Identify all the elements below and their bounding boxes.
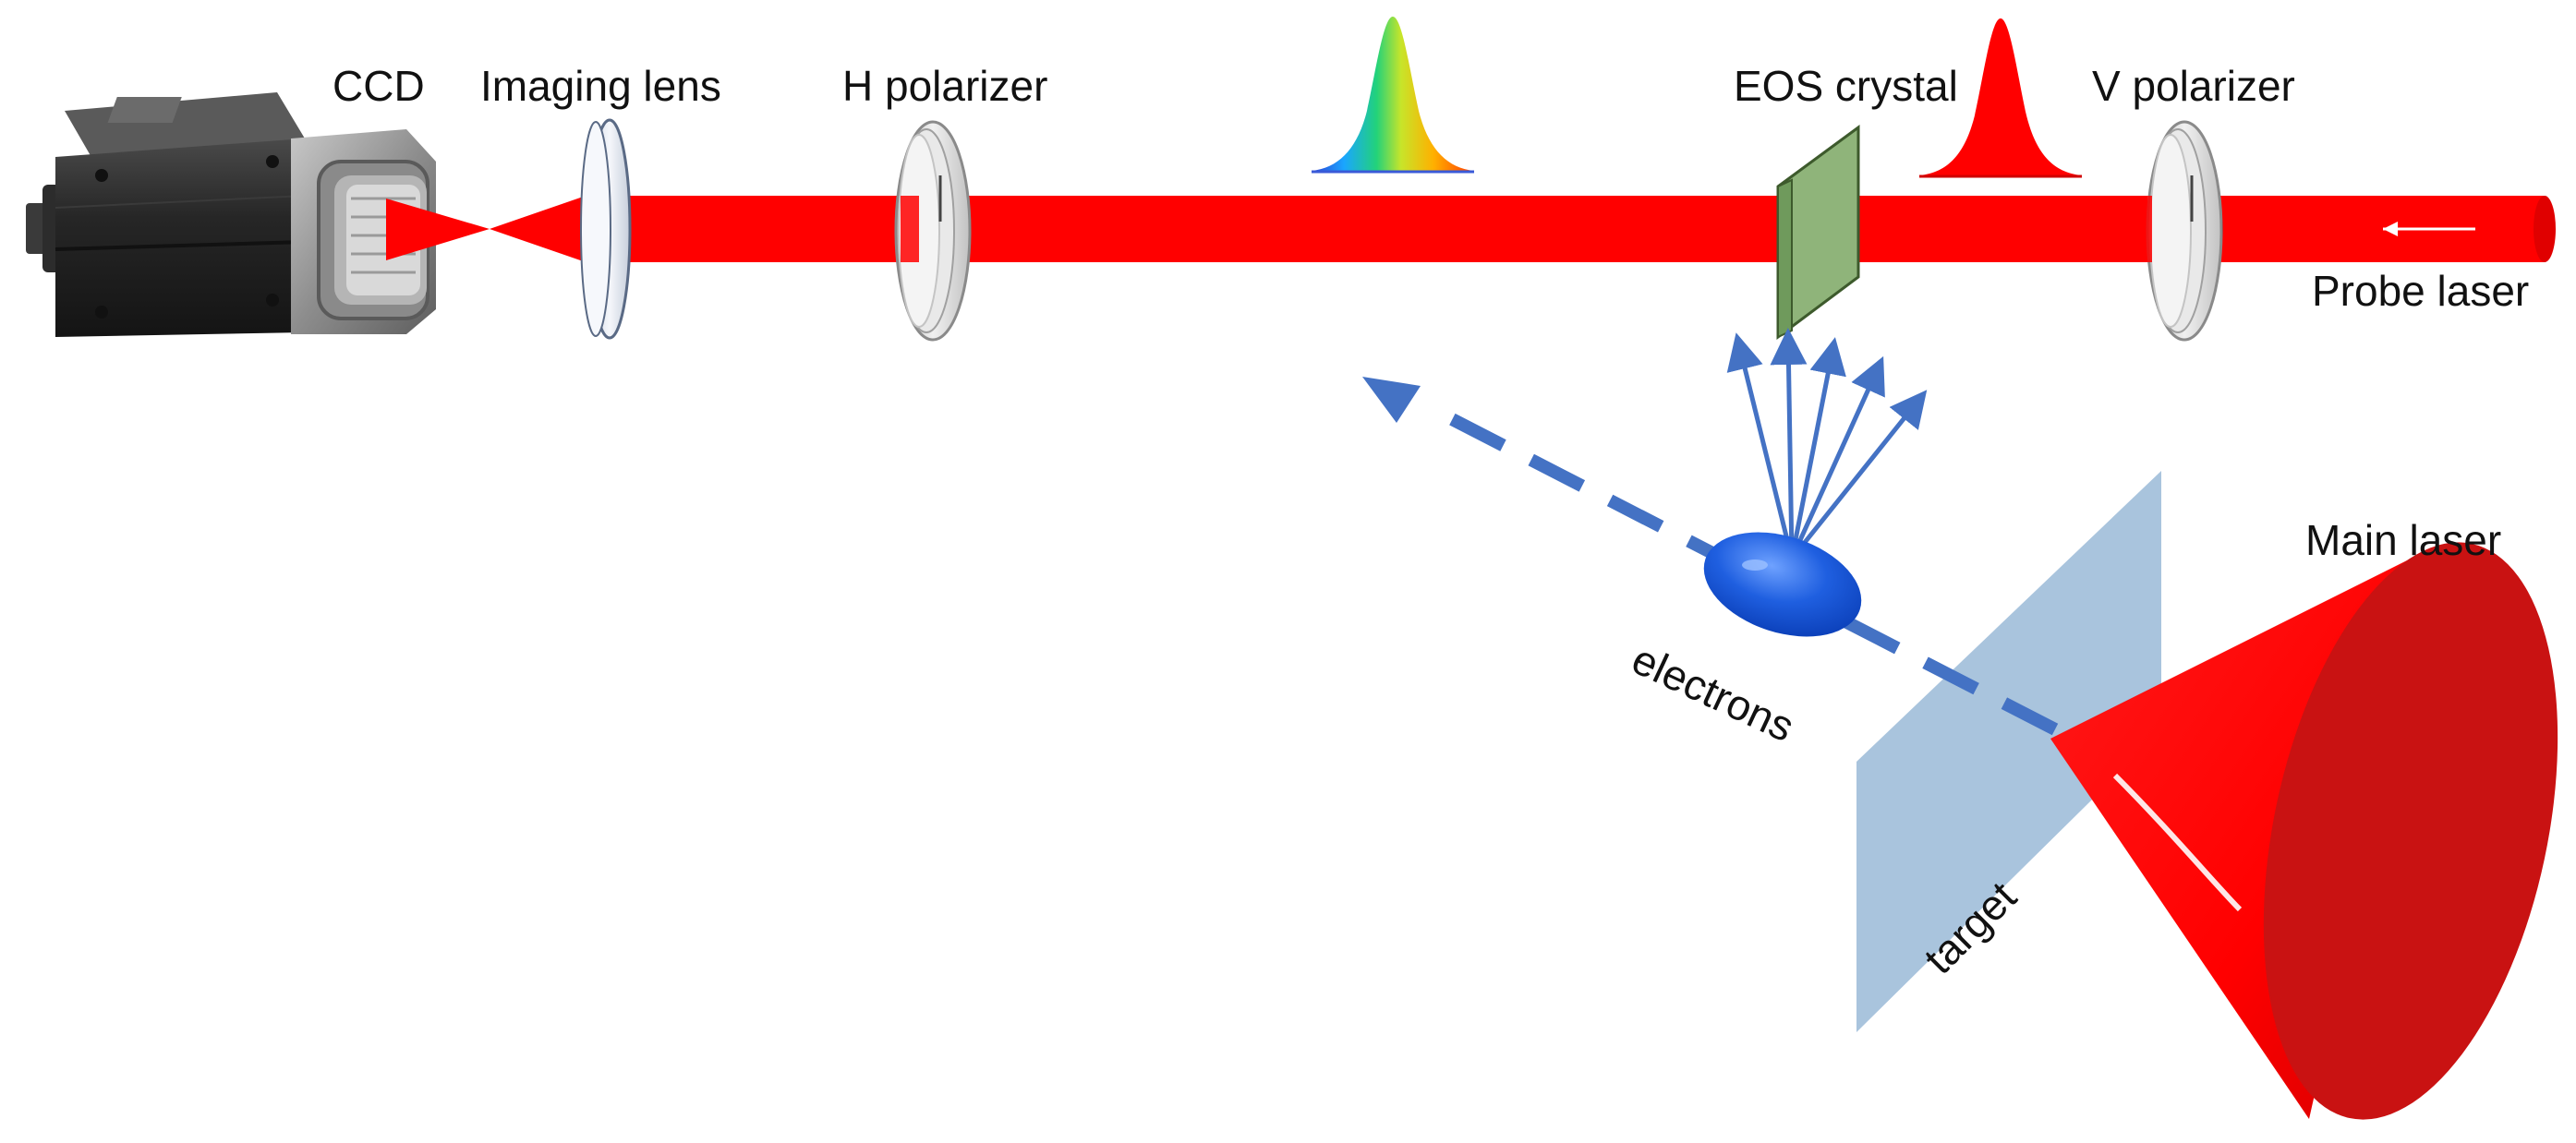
probe-laser-rod bbox=[2195, 195, 2556, 263]
imaging-lens-label: Imaging lens bbox=[480, 62, 721, 110]
v-polarizer-label: V polarizer bbox=[2092, 62, 2295, 110]
probe-laser-label: Probe laser bbox=[2312, 267, 2530, 315]
main-laser-cone bbox=[2050, 542, 2558, 1120]
probe-beam-segment bbox=[628, 196, 905, 262]
probe-beam-segment bbox=[947, 196, 1796, 262]
gaussian-pulse-icon bbox=[1919, 18, 2082, 175]
ccd-camera-icon bbox=[26, 92, 436, 337]
eos-crystal-label: EOS crystal bbox=[1734, 62, 1958, 110]
emission-arrows bbox=[1726, 328, 1928, 560]
focused-beam bbox=[386, 199, 490, 260]
gaussian-pulse-icon bbox=[1312, 17, 1474, 171]
h-polarizer bbox=[894, 120, 972, 342]
polarizer-disc-icon bbox=[2146, 120, 2223, 342]
polarizer-disc-icon bbox=[894, 120, 972, 342]
eos-crystal bbox=[1776, 125, 1860, 340]
converging-beam bbox=[490, 194, 591, 264]
electron-path bbox=[1362, 377, 2059, 736]
target bbox=[1856, 471, 2161, 1032]
imaging-lens bbox=[580, 118, 632, 340]
electron-bunch bbox=[1703, 532, 1862, 637]
main-laser-label: Main laser bbox=[2305, 516, 2502, 564]
v-polarizer bbox=[2141, 120, 2223, 342]
h-polarizer-label: H polarizer bbox=[842, 62, 1048, 110]
ccd-label: CCD bbox=[333, 62, 425, 110]
probe-beam-segment bbox=[1829, 196, 2147, 262]
